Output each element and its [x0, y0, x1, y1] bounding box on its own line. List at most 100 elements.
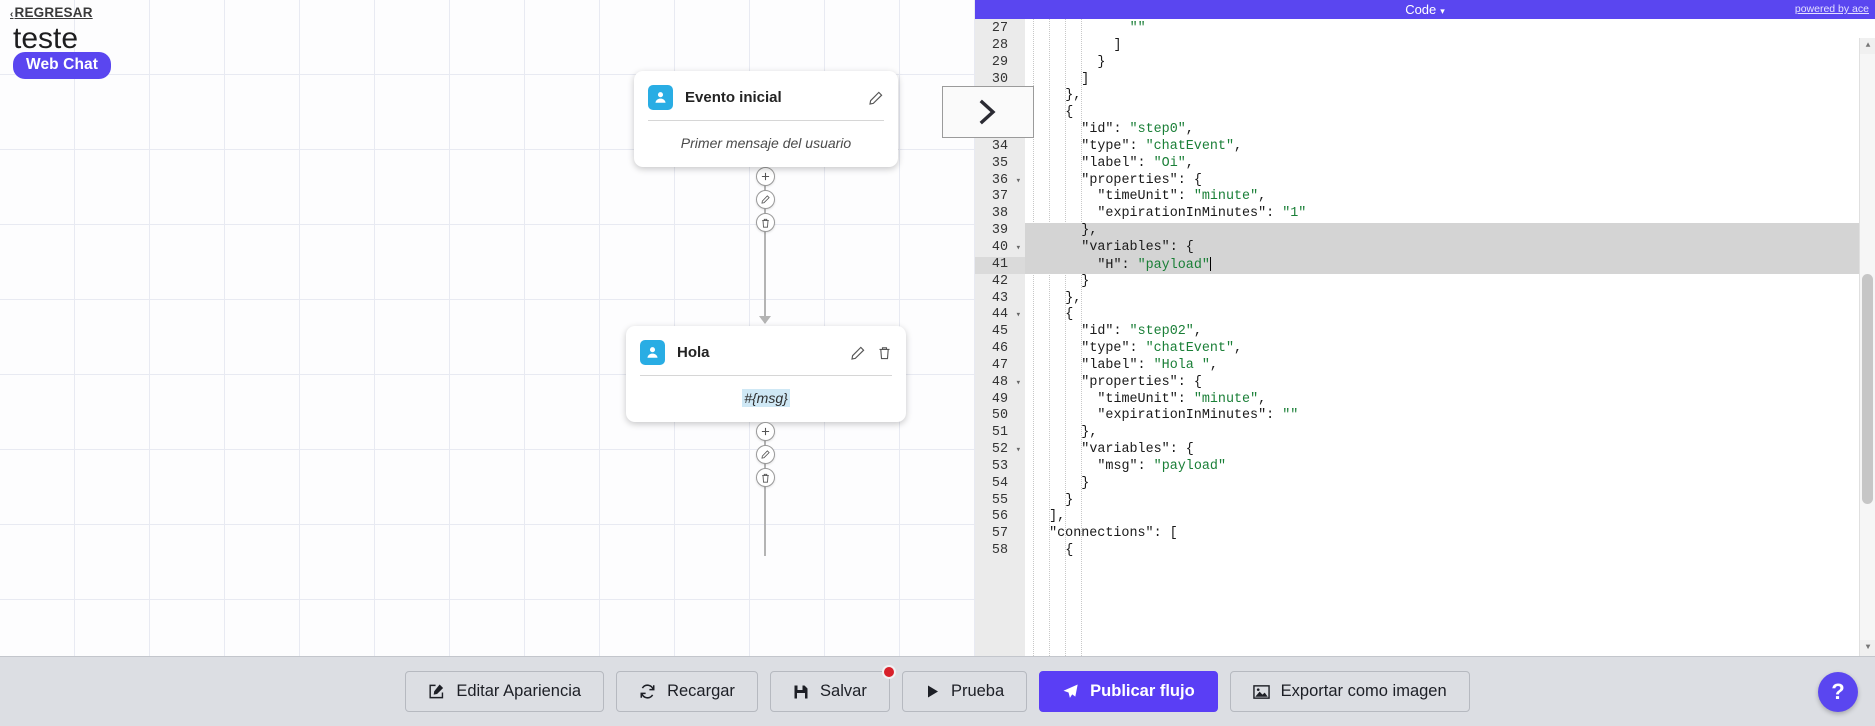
line-number: 52▾ [991, 442, 1021, 458]
code-line[interactable]: { [1065, 543, 1074, 559]
code-line[interactable]: { [1065, 307, 1074, 323]
code-line[interactable]: "label": "Oi", [1081, 155, 1194, 171]
code-line[interactable]: }, [1065, 88, 1082, 104]
fold-toggle-icon[interactable]: ▾ [1015, 310, 1021, 321]
code-line[interactable]: "properties": { [1081, 374, 1202, 390]
node-header: Evento inicial [634, 71, 898, 120]
fold-toggle-icon[interactable]: ▾ [1015, 242, 1021, 253]
code-line[interactable]: "label": "Hola ", [1081, 357, 1218, 373]
pencil-square-icon [428, 683, 445, 700]
code-editor-panel: Code▾ powered by ace 272829303132▾333435… [975, 0, 1875, 656]
node-body: #{msg} [626, 376, 906, 422]
code-line[interactable]: "timeUnit": "minute", [1097, 189, 1267, 205]
code-line[interactable]: ], [1049, 509, 1066, 525]
add-step-button[interactable] [756, 422, 775, 441]
line-number: 54 [991, 475, 1008, 491]
fold-toggle-icon[interactable]: ▾ [1015, 175, 1021, 186]
unsaved-changes-badge [881, 665, 896, 679]
code-line[interactable]: }, [1081, 425, 1098, 441]
code-line[interactable]: "variables": { [1081, 442, 1194, 458]
fold-toggle-icon[interactable]: ▾ [1015, 445, 1021, 456]
line-number: 30 [991, 71, 1008, 87]
code-line[interactable]: "connections": [ [1049, 526, 1178, 542]
scroll-up-arrow-icon[interactable]: ▲ [1860, 38, 1875, 54]
play-icon [925, 684, 940, 699]
save-button[interactable]: Salvar [769, 665, 896, 712]
code-line[interactable]: "" [1129, 21, 1146, 36]
export-as-image-button[interactable]: Exportar como imagen [1229, 671, 1470, 712]
button-label: Salvar [820, 682, 867, 700]
code-line[interactable]: } [1081, 475, 1090, 491]
delete-connection-button[interactable] [756, 213, 775, 232]
delete-node-icon[interactable] [876, 345, 892, 361]
line-number: 34 [991, 138, 1008, 154]
code-line[interactable]: } [1097, 54, 1106, 70]
channel-badge: Web Chat [13, 52, 111, 79]
collapse-code-panel-button[interactable] [942, 86, 1034, 138]
code-line[interactable]: } [1081, 273, 1090, 289]
line-number: 39 [991, 223, 1008, 239]
code-line[interactable]: "msg": "payload" [1097, 458, 1226, 474]
button-label: Exportar como imagen [1280, 682, 1447, 700]
line-number: 56 [991, 509, 1008, 525]
line-number: 51 [991, 425, 1008, 441]
node-body: Primer mensaje del usuario [634, 121, 898, 167]
code-text-area[interactable]: "" ] } ] }, { "id": "step0", "type": "ch… [1025, 19, 1859, 656]
code-line[interactable]: { [1065, 105, 1074, 121]
code-line[interactable]: ] [1081, 71, 1090, 87]
line-number: 41 [975, 256, 1025, 274]
help-button[interactable]: ? [1818, 672, 1858, 712]
line-number: 29 [991, 54, 1008, 70]
line-number: 57 [991, 526, 1008, 542]
edit-connection-button[interactable] [756, 445, 775, 464]
line-number: 40▾ [991, 239, 1021, 255]
back-chevron-icon: ‹ [10, 9, 14, 20]
code-panel-title: Code▾ [975, 2, 1875, 17]
code-editor[interactable]: 272829303132▾33343536▾37383940▾41424344▾… [975, 19, 1875, 656]
edit-node-icon[interactable] [868, 90, 884, 106]
code-scrollbar[interactable]: ▲ ▼ [1859, 38, 1875, 656]
delete-connection-button[interactable] [756, 468, 775, 487]
connector-line-2 [764, 422, 766, 556]
code-line[interactable]: "H": "payload" [1025, 256, 1859, 274]
code-line[interactable]: }, [1025, 223, 1859, 240]
code-line[interactable]: "properties": { [1081, 172, 1202, 188]
back-link[interactable]: ‹REGRESAR [10, 5, 93, 20]
user-avatar-icon [648, 85, 673, 110]
back-link-label: REGRESAR [14, 5, 93, 20]
code-panel-header[interactable]: Code▾ powered by ace [975, 0, 1875, 19]
code-line[interactable]: "variables": { [1025, 239, 1859, 257]
code-line[interactable]: ] [1113, 37, 1122, 53]
add-step-button[interactable] [756, 167, 775, 186]
code-line[interactable]: "expirationInMinutes": "1" [1097, 206, 1307, 222]
fold-toggle-icon[interactable]: ▾ [1015, 377, 1021, 388]
code-line[interactable]: }, [1065, 290, 1082, 306]
scrollbar-thumb[interactable] [1862, 274, 1873, 504]
code-line[interactable]: "type": "chatEvent", [1081, 138, 1243, 154]
test-button[interactable]: Prueba [901, 671, 1028, 712]
node-header: Hola [626, 326, 906, 375]
publish-flow-button[interactable]: Publicar flujo [1039, 671, 1218, 712]
code-line[interactable]: "expirationInMinutes": "" [1097, 408, 1299, 424]
flow-node-hola[interactable]: Hola #{msg} [626, 326, 906, 422]
flow-node-evento-inicial[interactable]: Evento inicial Primer mensaje del usuari… [634, 71, 898, 167]
line-number: 37 [991, 189, 1008, 205]
chevron-down-icon: ▾ [1440, 6, 1445, 16]
user-avatar-icon [640, 340, 665, 365]
edit-connection-button[interactable] [756, 190, 775, 209]
code-line[interactable]: "id": "step0", [1081, 122, 1194, 138]
code-line[interactable]: "type": "chatEvent", [1081, 341, 1243, 357]
line-number: 42 [991, 273, 1008, 289]
edit-appearance-button[interactable]: Editar Apariencia [405, 671, 605, 712]
node-variable-chip: #{msg} [742, 389, 790, 407]
code-line[interactable]: } [1065, 492, 1074, 508]
scroll-down-arrow-icon[interactable]: ▼ [1860, 640, 1875, 656]
flow-canvas[interactable]: ‹REGRESAR teste Web Chat [0, 0, 1167, 656]
edit-node-icon[interactable] [850, 345, 866, 361]
code-line[interactable]: "id": "step02", [1081, 324, 1202, 340]
code-line[interactable]: "timeUnit": "minute", [1097, 391, 1267, 407]
powered-by-ace-link[interactable]: powered by ace [1794, 3, 1869, 15]
node-divider [640, 375, 892, 376]
reload-button[interactable]: Recargar [616, 671, 758, 712]
